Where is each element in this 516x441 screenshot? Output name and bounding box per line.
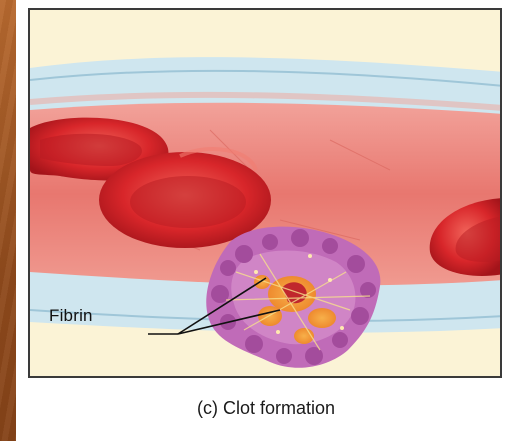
figure-caption: (c) Clot formation	[16, 398, 516, 419]
figure-card: Fibrin (c) Clot formation	[16, 0, 516, 441]
vessel-diagram-svg	[30, 10, 502, 378]
fibrin-label: Fibrin	[49, 306, 93, 326]
clot-formation-illustration: Fibrin	[28, 8, 502, 378]
